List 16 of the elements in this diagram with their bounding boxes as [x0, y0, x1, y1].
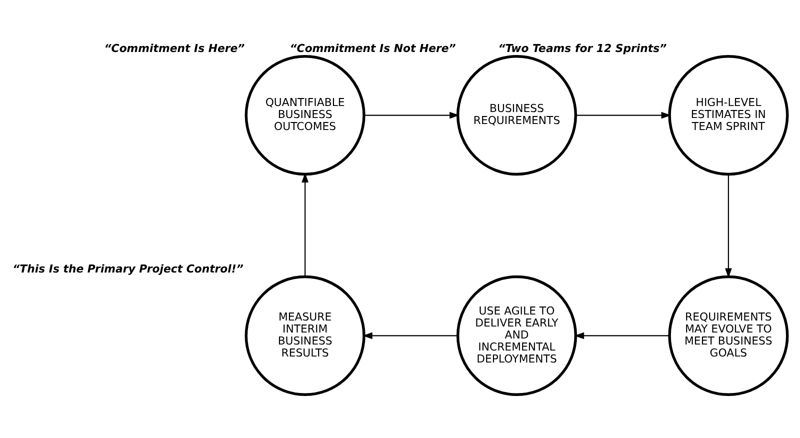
arrow	[576, 111, 672, 118]
node-circle: QUANTIFIABLE BUSINESS OUTCOMES	[244, 54, 366, 176]
node-label: “Commitment Is Here”	[104, 42, 245, 55]
arrow	[725, 174, 732, 278]
arrow	[574, 332, 670, 339]
node-circle: BUSINESS REQUIREMENTS	[456, 54, 578, 176]
node-label: “This Is the Primary Project Control!”	[12, 262, 244, 275]
node-circle: USE AGILE TO DELIVER EARLY AND INCREMENTAL DEPLOYMENTS	[456, 274, 578, 396]
node-label: “Two Teams for 12 Sprints”	[498, 42, 667, 55]
node-circle: HIGH-LEVEL ESTIMATES IN TEAM SPRINT	[668, 54, 789, 176]
node-circle: REQUIREMENTS MAY EVOLVE TO MEET BUSINESS GOALS	[668, 274, 789, 396]
arrow	[362, 332, 458, 339]
node-label: “Commitment Is Not Here”	[290, 42, 456, 55]
arrow	[302, 172, 308, 276]
arrow	[364, 111, 460, 118]
node-circle: MEASURE INTERIM BUSINESS RESULTS	[244, 274, 366, 396]
